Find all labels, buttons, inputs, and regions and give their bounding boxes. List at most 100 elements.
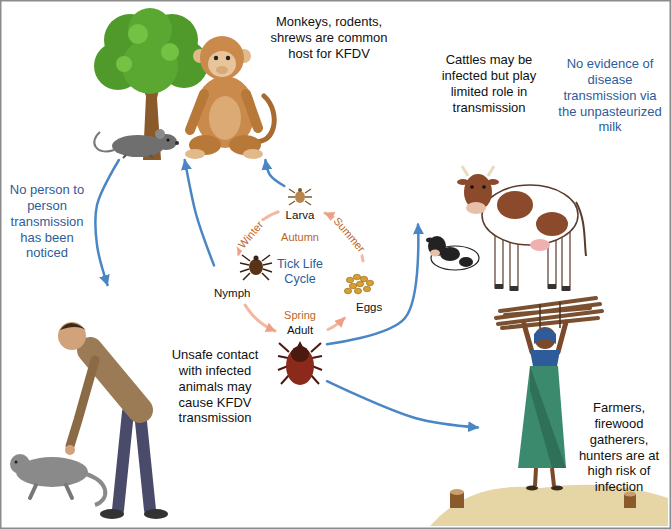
egg-cluster <box>354 288 361 294</box>
adult-tick <box>291 346 309 362</box>
monkey-illustration <box>246 94 258 128</box>
text-slot: Unsafe contact with infected animals may… <box>160 347 270 426</box>
transmission-note: No person to person transmission has bee… <box>4 182 90 261</box>
rat-illustration <box>167 139 170 142</box>
caption-text: Cattles may be infected but play limited… <box>428 52 550 115</box>
person-illustration <box>86 474 105 505</box>
transmission-arrow <box>327 224 418 344</box>
tree-illustration <box>161 43 179 61</box>
monkey-illustration <box>214 56 218 60</box>
egg-cluster <box>349 283 356 289</box>
farmer-illustration <box>524 324 532 352</box>
caption-text: Monkeys, rodents, shrews are common host… <box>267 14 391 62</box>
egg-cluster <box>356 281 363 287</box>
cattle-illustration <box>510 286 518 291</box>
monkey-illustration <box>243 149 263 159</box>
person-illustration <box>70 360 95 446</box>
monkey-illustration <box>190 94 204 130</box>
farmer-illustration <box>540 302 560 330</box>
egg-cluster <box>346 277 353 283</box>
cattle-illustration <box>466 202 486 214</box>
text-slot: Eggs <box>356 300 392 314</box>
life-cycle-arrow <box>328 318 344 329</box>
cycle-title: Tick Life Cycle <box>272 257 328 288</box>
cattle-illustration <box>530 239 550 251</box>
life-cycle-arrow <box>245 305 275 331</box>
egg-cluster <box>344 288 351 294</box>
text-slot: Monkeys, rodents, shrews are common host… <box>267 14 391 62</box>
season-label: Autumn <box>279 231 321 244</box>
adult-tick <box>286 347 314 385</box>
label-slot: No evidence of disease transmission via … <box>554 56 666 135</box>
larva-tick <box>288 189 312 205</box>
person-illustration <box>60 323 86 330</box>
monkey-illustration <box>226 56 230 60</box>
rat-illustration <box>123 155 153 158</box>
larva-tick <box>295 191 305 203</box>
tick-stage: Eggs <box>340 262 395 317</box>
caption-text: Farmers, firewood gatherers, hunters are… <box>574 400 664 495</box>
farmer-illustration <box>530 366 566 468</box>
rat-illustration <box>155 129 165 139</box>
text-slot: Cattles may be infected but play limited… <box>428 52 550 115</box>
tick-stage: Nymph <box>214 256 268 303</box>
transmission-arrow <box>185 160 214 265</box>
adult-tick <box>278 341 322 385</box>
rat-illustration <box>175 141 179 145</box>
tick-stage: Adult <box>276 322 327 396</box>
person-illustration <box>140 412 150 510</box>
host-animals: Monkeys, rodents, shrews are common host… <box>95 6 394 160</box>
monkey-illustration <box>208 51 236 77</box>
person-illustration <box>10 322 168 519</box>
monkey-illustration <box>216 66 228 74</box>
nymph-tick <box>240 255 272 280</box>
nymph-tick <box>254 256 259 261</box>
caption-text: Larva <box>280 208 320 222</box>
farmer-illustration <box>534 328 556 344</box>
cattle-illustration <box>562 286 570 291</box>
cattle-illustration <box>497 191 533 219</box>
farmer-illustration <box>551 486 563 491</box>
adult-tick <box>297 341 303 347</box>
transmission-note: No evidence of disease transmission via … <box>554 56 666 135</box>
person-illustration <box>10 454 30 474</box>
cattle-illustration <box>562 232 570 290</box>
transmission-arrow <box>327 381 478 427</box>
person-illustration <box>144 509 168 519</box>
high-risk-group: Farmers, firewood gatherers, hunters are… <box>478 312 667 522</box>
label-slot: Tick Life Cycle <box>272 257 328 288</box>
cattle-illustration <box>548 284 556 289</box>
rat-illustration <box>112 135 164 157</box>
tree-illustration <box>128 24 148 44</box>
label-slot: No person to person transmission has bee… <box>4 182 90 261</box>
rat-illustration <box>94 129 179 158</box>
egg-cluster <box>363 286 370 292</box>
monkey-illustration <box>185 149 205 159</box>
farmer-illustration <box>518 366 566 468</box>
text-slot: Larva <box>280 208 320 222</box>
larva-tick <box>288 188 312 205</box>
cattle-illustration <box>482 185 578 245</box>
farmer-illustration <box>496 298 602 328</box>
tree-illustration <box>94 8 208 160</box>
cattle-illustration <box>495 284 503 289</box>
person-illustration <box>118 412 128 510</box>
connector-group <box>95 160 478 428</box>
monkey-illustration <box>185 36 274 159</box>
tree-illustration <box>116 56 132 72</box>
cattle-illustration <box>426 166 586 291</box>
person-illustration <box>58 322 86 350</box>
tick-stage: Larva <box>280 186 323 225</box>
farmer-illustration <box>535 468 554 486</box>
egg-cluster <box>344 274 373 294</box>
rat-illustration <box>94 132 114 151</box>
person-illustration <box>65 445 75 455</box>
monkey-illustration <box>200 36 244 80</box>
text-slot: Farmers, firewood gatherers, hunters are… <box>574 400 664 495</box>
egg-cluster <box>353 274 360 280</box>
cattle-illustration <box>430 250 440 257</box>
